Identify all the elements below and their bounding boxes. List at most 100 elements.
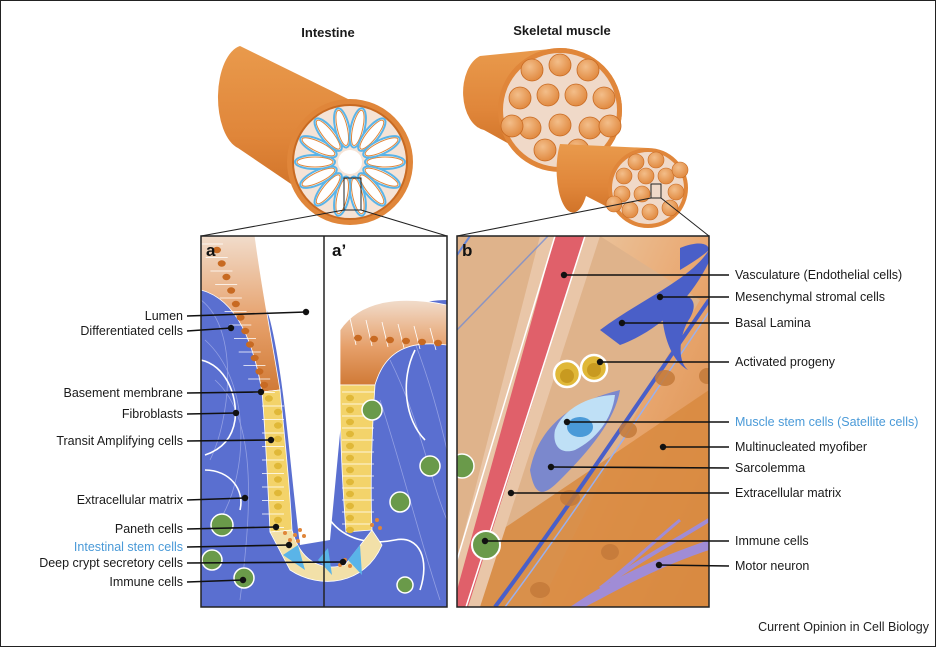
nucleus	[346, 443, 354, 449]
nucleus	[346, 527, 354, 533]
muscle-cylinder	[463, 48, 688, 228]
nucleus	[246, 341, 254, 347]
right-leader-dot	[508, 490, 514, 496]
nucleus	[251, 355, 259, 361]
nucleus	[346, 491, 354, 497]
right-label: Multinucleated myofiber	[735, 440, 867, 454]
muscle-fiber	[672, 162, 688, 178]
nucleus	[418, 339, 426, 345]
nucleus	[260, 382, 268, 388]
nucleus	[274, 449, 282, 455]
right-label: Motor neuron	[735, 559, 809, 573]
muscle-fiber	[638, 168, 654, 184]
muscle-fiber	[648, 152, 664, 168]
muscle-fiber	[658, 168, 674, 184]
left-leader-line	[187, 440, 271, 441]
nucleus	[241, 328, 249, 334]
fascicle	[534, 139, 556, 161]
fascicle	[599, 115, 621, 137]
left-leader-line	[187, 392, 261, 393]
intestine-cylinder	[218, 46, 413, 225]
muscle-fiber	[668, 184, 684, 200]
left-label: Differentiated cells	[80, 324, 183, 338]
fascicle	[537, 84, 559, 106]
nucleus	[237, 314, 245, 320]
left-label: Fibroblasts	[122, 407, 183, 421]
nucleus	[274, 490, 282, 496]
left-leader-dot	[303, 309, 309, 315]
right-label: Vasculature (Endothelial cells)	[735, 268, 902, 282]
intestine-zoom-line-right	[361, 210, 447, 236]
nucleus	[232, 301, 240, 307]
right-leader-dot	[561, 272, 567, 278]
left-leader-dot	[286, 542, 292, 548]
left-leader-dot	[228, 325, 234, 331]
right-leader-dot	[656, 562, 662, 568]
right-label: Mesenchymal stromal cells	[735, 290, 885, 304]
right-leader-line	[659, 565, 729, 566]
nucleus	[346, 431, 354, 437]
right-leader-dot	[597, 359, 603, 365]
nucleus	[222, 274, 230, 280]
muscle-fiber	[642, 204, 658, 220]
left-label: Extracellular matrix	[77, 493, 184, 507]
right-leader-dot	[619, 320, 625, 326]
skeletal-muscle-title: Skeletal muscle	[513, 23, 611, 38]
left-label: Lumen	[145, 309, 183, 323]
left-leader-dot	[273, 524, 279, 530]
left-leader-dot	[340, 559, 346, 565]
panel-a-prime-letter: a’	[332, 241, 346, 260]
nucleus	[274, 422, 282, 428]
left-label: Basement membrane	[63, 386, 183, 400]
nucleus	[227, 287, 235, 293]
panel-a-letter: a	[206, 241, 216, 260]
nucleus	[255, 368, 263, 374]
nucleus	[346, 467, 354, 473]
left-label: Deep crypt secretory cells	[39, 556, 183, 570]
nucleus	[346, 419, 354, 425]
fascicle	[549, 54, 571, 76]
right-label: Muscle stem cells (Satellite cells)	[735, 415, 918, 429]
nucleus	[274, 517, 282, 523]
fascicle	[549, 114, 571, 136]
fascicle	[593, 87, 615, 109]
fascicle	[579, 117, 601, 139]
right-label: Sarcolemma	[735, 461, 805, 475]
left-label: Transit Amplifying cells	[56, 434, 183, 448]
nucleus	[274, 476, 282, 482]
left-leader-line	[187, 562, 343, 563]
right-label: Extracellular matrix	[735, 486, 842, 500]
nucleus	[265, 395, 273, 401]
intestine-title: Intestine	[301, 25, 354, 40]
nucleus	[354, 335, 362, 341]
left-label: Immune cells	[109, 575, 183, 589]
left-leader-dot	[233, 410, 239, 416]
muscle-fiber	[662, 200, 678, 216]
right-leader-dot	[564, 419, 570, 425]
muscle-fiber	[628, 154, 644, 170]
right-label: Basal Lamina	[735, 316, 811, 330]
left-leader-dot	[268, 437, 274, 443]
nucleus	[274, 463, 282, 469]
nucleus	[386, 337, 394, 343]
right-label: Activated progeny	[735, 355, 836, 369]
nucleus	[346, 479, 354, 485]
fascicle	[521, 59, 543, 81]
nucleus	[370, 336, 378, 342]
muscle-fiber	[622, 202, 638, 218]
left-leader-dot	[240, 577, 246, 583]
nucleus	[274, 503, 282, 509]
nucleus	[346, 455, 354, 461]
intestine-zoom-line-left	[201, 210, 344, 236]
left-leader-line	[187, 413, 236, 414]
fascicle	[565, 84, 587, 106]
left-leader-dot	[258, 389, 264, 395]
nucleus	[346, 395, 354, 401]
nucleus	[434, 340, 442, 346]
nucleus	[274, 409, 282, 415]
right-leader-dot	[482, 538, 488, 544]
fascicle	[577, 59, 599, 81]
nucleus	[274, 436, 282, 442]
fascicle	[501, 115, 523, 137]
